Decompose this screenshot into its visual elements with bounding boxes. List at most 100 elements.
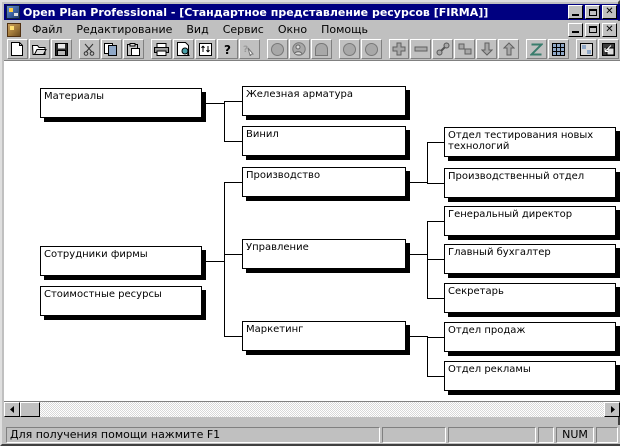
chart-node-label: Производственный отдел — [448, 171, 585, 182]
resource-person-icon[interactable] — [288, 39, 310, 59]
circle-filled-icon[interactable] — [338, 39, 360, 59]
chart-node-stoimostnye[interactable]: Стоимостные ресурсы — [40, 286, 202, 316]
layout-icon[interactable] — [576, 39, 598, 59]
menu-item-help[interactable]: Помощь — [321, 23, 368, 36]
print-preview-icon[interactable] — [172, 39, 194, 59]
status-bar: Для получения помощи нажмите F1 NUM — [4, 425, 620, 444]
chart-node-armatura[interactable]: Железная арматура — [242, 86, 406, 116]
chart-node-materialy[interactable]: Материалы — [40, 88, 202, 118]
connector-line — [427, 337, 444, 338]
connector-line — [427, 142, 428, 184]
menu-item-tools[interactable]: Сервис — [222, 23, 264, 36]
menu-item-view[interactable]: Вид — [186, 23, 209, 36]
restore-button[interactable] — [585, 5, 600, 19]
connector-line — [427, 221, 444, 222]
step-icon[interactable] — [454, 39, 476, 59]
help-question-icon[interactable]: ? — [216, 39, 238, 59]
copy-icon[interactable] — [100, 39, 122, 59]
connector-line — [427, 376, 444, 377]
add-plus-icon[interactable] — [388, 39, 410, 59]
connector-line — [224, 182, 225, 337]
connector-line — [427, 142, 444, 143]
mdi-window-controls: ✕ — [568, 22, 617, 37]
connector-line — [427, 298, 444, 299]
save-disk-icon[interactable] — [50, 39, 72, 59]
chart-node-label: Маркетинг — [246, 324, 304, 335]
chart-node-proizvodstvo[interactable]: Производство — [242, 167, 406, 197]
chart-node-proizv-otdel[interactable]: Производственный отдел — [444, 168, 616, 198]
chart-node-vinil[interactable]: Винил — [242, 126, 406, 156]
status-pane-2 — [448, 426, 536, 443]
chart-node-marketing[interactable]: Маркетинг — [242, 321, 406, 351]
num-lock-indicator: NUM — [556, 426, 594, 443]
horizontal-scrollbar[interactable] — [4, 401, 620, 417]
connector-line — [224, 336, 242, 337]
chart-node-label: Сотрудники фирмы — [44, 249, 148, 260]
link-icon[interactable] — [432, 39, 454, 59]
chart-node-sekretar[interactable]: Секретарь — [444, 283, 616, 313]
connector-line — [427, 183, 444, 184]
remove-minus-icon[interactable] — [410, 39, 432, 59]
connector-line — [206, 103, 224, 104]
chart-node-label: Железная арматура — [246, 89, 354, 100]
chart-node-label: Винил — [246, 129, 279, 140]
new-file-icon[interactable] — [7, 39, 28, 59]
context-help-icon[interactable]: ? — [238, 39, 260, 59]
chart-node-label: Отдел тестирования новых технологий — [448, 130, 594, 152]
chart-node-label: Отдел рекламы — [448, 364, 531, 375]
move-up-icon[interactable] — [498, 39, 520, 59]
resource-circle-icon[interactable] — [266, 39, 288, 59]
resource-dome-icon[interactable] — [310, 39, 332, 59]
grid-table-icon[interactable] — [548, 39, 570, 59]
connector-line — [410, 254, 427, 255]
chart-node-label: Стоимостные ресурсы — [44, 289, 162, 300]
open-plan-icon — [6, 5, 20, 19]
chart-node-label: Управление — [246, 242, 309, 253]
cut-scissors-icon[interactable] — [78, 39, 100, 59]
minimize-button[interactable] — [568, 5, 583, 19]
connector-line — [224, 141, 242, 142]
zigzag-icon[interactable] — [526, 39, 548, 59]
status-pane-4 — [596, 426, 618, 443]
menu-items: Файл Редактирование Вид Сервис Окно Помо… — [25, 22, 568, 37]
svg-text:?: ? — [224, 43, 231, 56]
chart-node-gl-buhgalter[interactable]: Главный бухгалтер — [444, 244, 616, 274]
print-icon[interactable] — [150, 39, 172, 59]
status-pane-3 — [538, 426, 554, 443]
connector-line — [410, 336, 427, 337]
document-icon[interactable] — [7, 22, 21, 37]
chart-node-gen-direktor[interactable]: Генеральный директор — [444, 206, 616, 236]
chart-node-otdel-test[interactable]: Отдел тестирования новых технологий — [444, 127, 616, 157]
chart-node-label: Материалы — [44, 91, 104, 102]
expand-window-icon[interactable] — [598, 39, 620, 59]
sort-icon[interactable] — [194, 39, 216, 59]
chart-node-otdel-rekl[interactable]: Отдел рекламы — [444, 361, 616, 391]
move-down-icon[interactable] — [476, 39, 498, 59]
scroll-right-arrow-icon[interactable] — [604, 402, 620, 417]
window-title: Open Plan Professional - [Стандартное пр… — [23, 5, 489, 19]
chart-node-upravlenie[interactable]: Управление — [242, 239, 406, 269]
scrollbar-track[interactable] — [40, 402, 604, 417]
paste-icon[interactable] — [122, 39, 144, 59]
chart-node-otdel-prodaj[interactable]: Отдел продаж — [444, 322, 616, 352]
menu-item-file[interactable]: Файл — [32, 23, 63, 36]
scrollbar-thumb[interactable] — [20, 402, 40, 417]
chart-node-label: Генеральный директор — [448, 209, 573, 220]
connector-line — [224, 182, 242, 183]
title-bar: Open Plan Professional - [Стандартное пр… — [4, 4, 620, 20]
open-folder-icon[interactable] — [28, 39, 50, 59]
status-pane-1 — [382, 426, 446, 443]
connector-line — [427, 336, 428, 377]
menu-item-edit[interactable]: Редактирование — [76, 23, 173, 36]
mdi-minimize-button[interactable] — [568, 22, 583, 37]
close-button[interactable]: ✕ — [602, 5, 617, 19]
scroll-left-arrow-icon[interactable] — [4, 402, 20, 417]
chart-node-sotrudniki[interactable]: Сотрудники фирмы — [40, 246, 202, 276]
circle-filled-2-icon[interactable] — [360, 39, 382, 59]
chart-node-label: Секретарь — [448, 286, 504, 297]
mdi-restore-button[interactable] — [585, 22, 600, 37]
connector-line — [410, 182, 427, 183]
mdi-close-button[interactable]: ✕ — [602, 22, 617, 37]
menu-item-window[interactable]: Окно — [277, 23, 308, 36]
